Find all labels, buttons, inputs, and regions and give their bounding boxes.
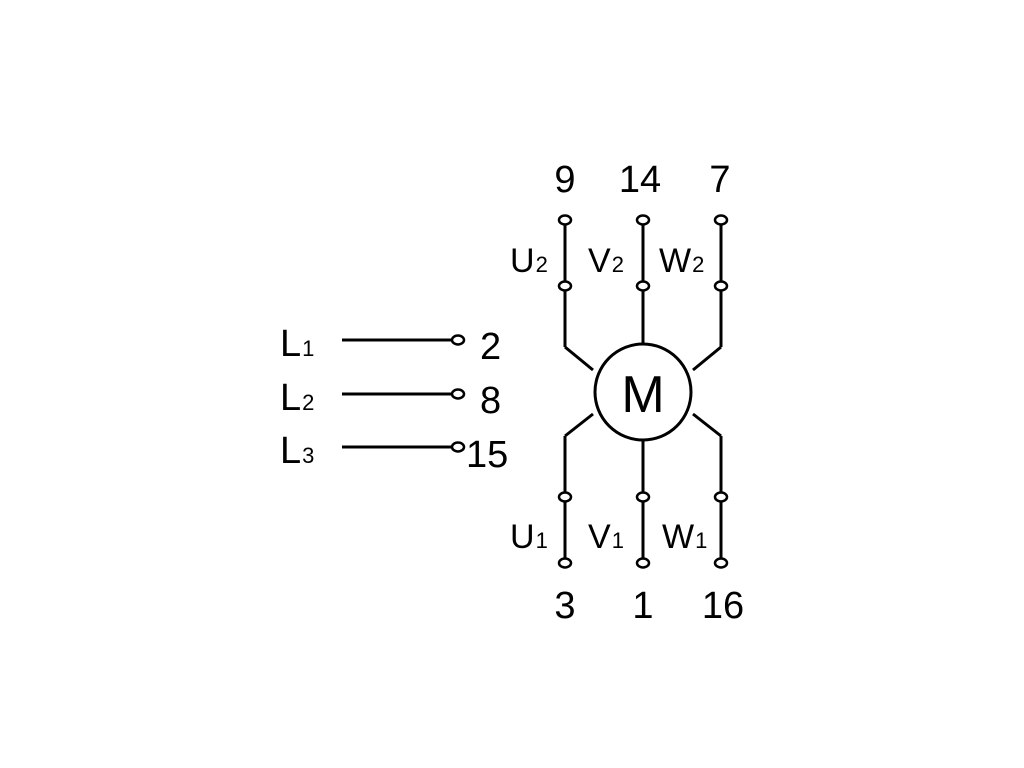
terminal-number-14: 14 (619, 159, 661, 201)
terminal-number-7: 7 (709, 159, 730, 201)
lead-u2-diagonal (564, 345, 594, 372)
terminal-w2-dot (713, 280, 729, 292)
terminal-u2-dot (557, 280, 573, 292)
terminal-8-dot (450, 388, 466, 400)
winding-label-w2: W2 (659, 242, 704, 280)
terminal-1-dot (635, 557, 651, 569)
terminal-number-3: 3 (554, 585, 575, 627)
terminal-number-2: 2 (480, 326, 501, 368)
terminal-3-dot (557, 557, 573, 569)
winding-label-u1: U1 (510, 518, 548, 556)
terminal-16-dot (713, 557, 729, 569)
terminal-number-8: 8 (480, 380, 501, 422)
winding-label-v2: V2 (588, 242, 624, 280)
terminal-number-15: 15 (466, 434, 508, 476)
supply-lines (342, 334, 466, 453)
supply-label-l2: L2 (280, 377, 314, 419)
terminal-9-dot (557, 214, 573, 226)
top-windings (557, 214, 729, 372)
winding-label-u2: U2 (510, 242, 548, 280)
terminal-14-dot (635, 214, 651, 226)
bottom-windings (557, 412, 729, 569)
lead-w2-diagonal (692, 345, 722, 372)
terminal-w1-dot (713, 491, 729, 503)
winding-label-v1: V1 (588, 518, 624, 556)
terminal-2-dot (450, 334, 466, 346)
winding-label-w1: W1 (662, 518, 707, 556)
terminal-v1-dot (635, 491, 651, 503)
terminal-number-9: 9 (554, 159, 575, 201)
terminal-7-dot (713, 214, 729, 226)
terminal-v2-dot (635, 280, 651, 292)
lead-u1-diagonal (564, 412, 594, 438)
supply-label-l1: L1 (280, 323, 314, 365)
terminal-15-dot (450, 441, 466, 453)
lead-w1-diagonal (692, 412, 722, 438)
terminal-number-16: 16 (702, 585, 744, 627)
motor-symbol: M (621, 366, 664, 424)
terminal-u1-dot (557, 491, 573, 503)
terminal-number-1: 1 (632, 585, 653, 627)
supply-label-l3: L3 (280, 430, 314, 472)
